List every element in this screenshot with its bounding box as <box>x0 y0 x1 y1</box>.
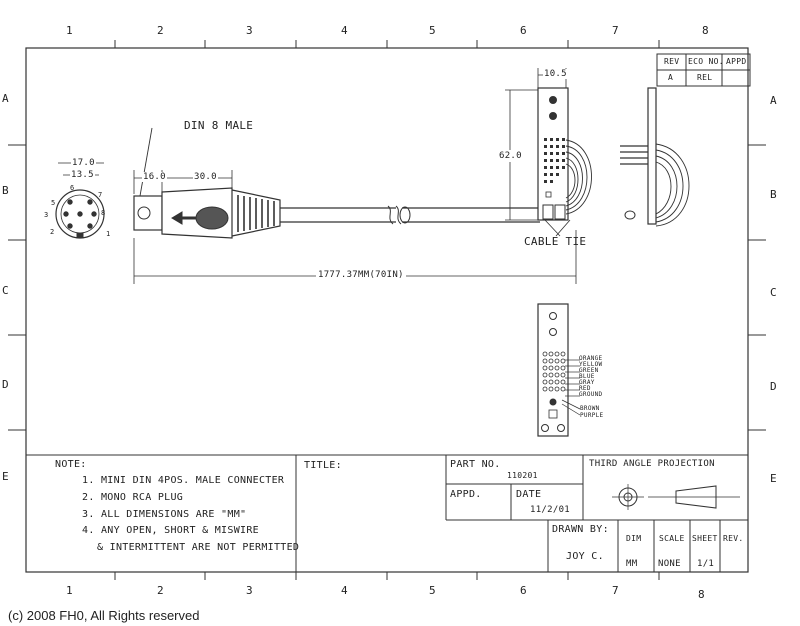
wire-red: RED <box>579 385 591 392</box>
scale-value: NONE <box>658 559 681 569</box>
pin-3: 3 <box>44 211 49 219</box>
dim-cable-length: 1777.37MM(70IN) <box>316 270 406 280</box>
date-value: 11/2/01 <box>530 505 571 515</box>
note-3: 3. ALL DIMENSIONS ARE "MM" <box>82 509 247 520</box>
row-label-right-d: D <box>770 380 777 393</box>
din-callout: DIN 8 MALE <box>184 119 254 132</box>
dim-value: MM <box>626 559 638 569</box>
eco-no-header: ECO NO. <box>688 57 724 66</box>
wire-blue: BLUE <box>579 373 595 380</box>
col-label-bottom-2: 2 <box>157 584 164 597</box>
col-label-8: 8 <box>702 24 709 37</box>
dim-body: 30.0 <box>193 172 218 182</box>
col-label-4: 4 <box>341 24 348 37</box>
pin-1: 1 <box>106 230 111 238</box>
revision-block <box>656 53 751 87</box>
din-face-view <box>55 162 105 239</box>
title-block-grid <box>26 454 748 572</box>
wire-purple: PURPLE <box>580 412 604 419</box>
row-label-a: A <box>2 92 9 105</box>
part-no-value: 110201 <box>507 471 538 480</box>
row-label-right-b: B <box>770 188 777 201</box>
wire-green: GREEN <box>579 367 599 374</box>
pin-5: 5 <box>51 199 56 207</box>
row-label-c: C <box>2 284 9 297</box>
notes-heading: NOTE: <box>55 459 87 470</box>
col-label-bottom-7: 7 <box>612 584 619 597</box>
drawn-by-label: DRAWN BY: <box>552 524 609 535</box>
cable-tie-label: CABLE TIE <box>524 235 587 248</box>
eco-value: REL <box>697 73 713 82</box>
sheet-label: SHEET <box>692 534 718 543</box>
din-plug-side-view <box>133 127 636 239</box>
part-no-label: PART NO. <box>450 459 501 470</box>
row-label-d: D <box>2 378 9 391</box>
copyright-notice: (c) 2008 FH0, All Rights reserved <box>8 608 200 623</box>
col-label-bottom-5: 5 <box>429 584 436 597</box>
rev-header: REV <box>664 57 680 66</box>
dim-pcb-width: 10.5 <box>543 69 568 79</box>
appd-label: APPD. <box>450 489 482 500</box>
col-label-bottom-8: 8 <box>698 588 705 601</box>
dim-label: DIM <box>626 534 642 543</box>
row-label-e: E <box>2 470 9 483</box>
dim-pcb-height: 62.0 <box>499 150 522 162</box>
col-label-2: 2 <box>157 24 164 37</box>
col-label-bottom-1: 1 <box>66 584 73 597</box>
col-label-3: 3 <box>246 24 253 37</box>
row-label-right-c: C <box>770 286 777 299</box>
projection-label: THIRD ANGLE PROJECTION <box>589 459 715 469</box>
pin-6: 6 <box>70 184 75 192</box>
dim-shell: 16.0 <box>142 172 167 182</box>
sheet-value: 1/1 <box>697 559 715 569</box>
col-label-6: 6 <box>520 24 527 37</box>
col-label-bottom-3: 3 <box>246 584 253 597</box>
note-2: 2. MONO RCA PLUG <box>82 492 184 503</box>
date-label: DATE <box>516 489 542 500</box>
col-label-bottom-6: 6 <box>520 584 527 597</box>
drawn-by-value: JOY C. <box>566 551 604 562</box>
row-label-b: B <box>2 184 9 197</box>
wire-orange: ORANGE <box>579 355 603 362</box>
wire-ground: GROUND <box>579 391 603 398</box>
zone-ticks <box>8 40 766 580</box>
row-label-right-a: A <box>770 94 777 107</box>
rev-value: A <box>668 73 674 82</box>
note-4: 4. ANY OPEN, SHORT & MISWIRE <box>82 525 259 536</box>
wire-brown: BROWN <box>580 405 600 412</box>
rev-label: REV. <box>723 534 744 543</box>
col-label-5: 5 <box>429 24 436 37</box>
title-label: TITLE: <box>304 460 342 471</box>
col-label-7: 7 <box>612 24 619 37</box>
pcb-side-view <box>620 87 690 227</box>
col-label-1: 1 <box>66 24 73 37</box>
third-angle-projection-icon <box>612 484 740 510</box>
dim-face-outer: 17.0 <box>71 158 96 168</box>
note-4-cont: & INTERMITTENT ARE NOT PERMITTED <box>97 542 300 553</box>
pcb-bottom-view <box>537 303 581 437</box>
scale-label: SCALE <box>659 534 685 543</box>
pcb-top-view <box>505 68 592 237</box>
col-label-bottom-4: 4 <box>341 584 348 597</box>
pin-8: 8 <box>101 209 106 217</box>
dim-face-inner: 13.5 <box>70 170 95 180</box>
wire-gray: GRAY <box>579 379 595 386</box>
note-1: 1. MINI DIN 4POS. MALE CONNECTER <box>82 475 285 486</box>
row-label-right-e: E <box>770 472 777 485</box>
wire-yellow: YELLOW <box>579 361 603 368</box>
pin-2: 2 <box>50 228 55 236</box>
pin-7: 7 <box>98 191 103 199</box>
appd-header: APPD <box>726 57 747 66</box>
